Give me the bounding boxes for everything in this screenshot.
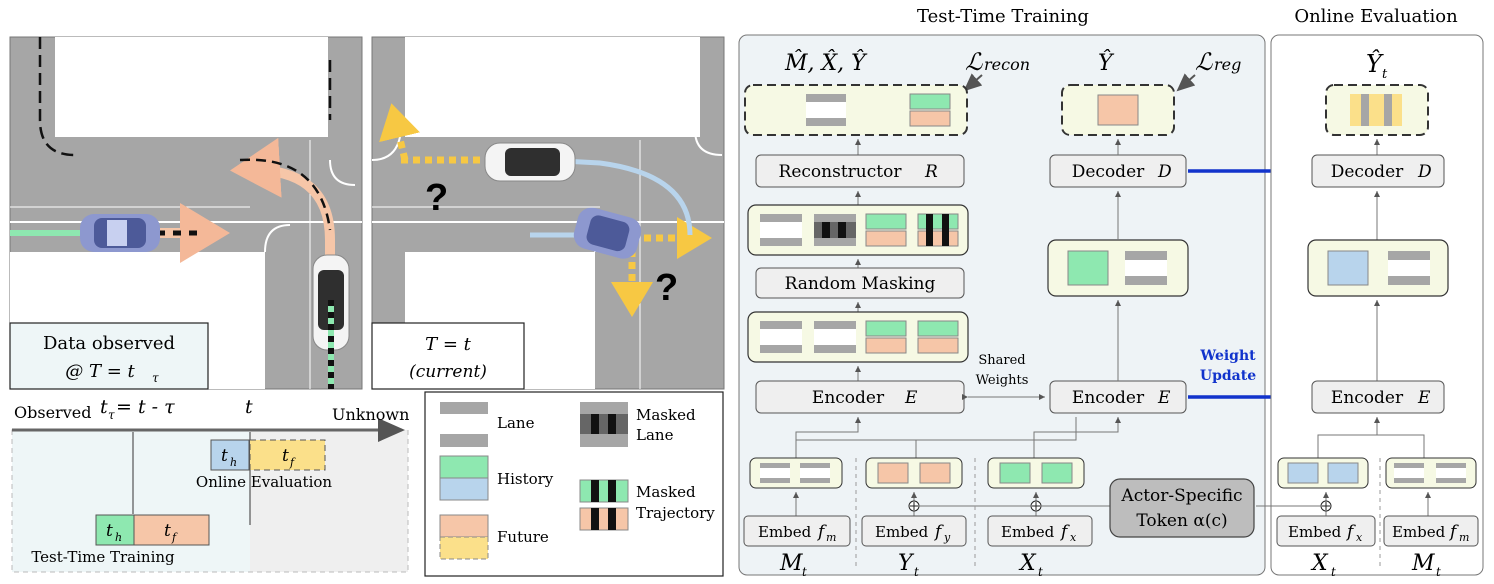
timeline-unknown: Unknown — [332, 405, 409, 424]
encoder-left-var: E — [904, 388, 918, 408]
legend-history: History — [497, 470, 554, 488]
legend-masked-traj-2: Trajectory — [636, 504, 715, 522]
ttt-tf-sub: f — [171, 531, 178, 544]
online-input-x: X — [1310, 551, 1329, 576]
legend-masked-lane-2: Lane — [636, 426, 674, 444]
question-mark: ? — [425, 177, 448, 219]
online-embed-fx-sub: x — [1356, 531, 1363, 544]
embed-fy-label: Embed — [875, 523, 929, 541]
legend-future: Future — [497, 528, 549, 546]
online-input-m: M — [1411, 551, 1435, 576]
timeline-online-label: Online Evaluation — [196, 473, 332, 491]
encoder-right-var: E — [1157, 388, 1171, 408]
online-embed-fx-label: Embed — [1288, 523, 1342, 541]
encoder-right-label: Encoder — [1072, 388, 1145, 408]
timeline-t: t — [245, 396, 253, 418]
online-embed-fm-label: Embed — [1392, 523, 1446, 541]
weight-update-1: Weight — [1199, 348, 1256, 364]
ttt-title: Test-Time Training — [917, 6, 1089, 27]
ttt-th: t — [106, 521, 113, 541]
online-decoder-var: D — [1417, 162, 1432, 182]
encoder-left-label: Encoder — [812, 388, 885, 408]
scene-observed-caption-2: @ T = t — [65, 361, 135, 382]
timeline: Observed Unknown t τ = t - τ t t h t f O… — [11, 396, 409, 573]
scene-current-caption-1: T = t — [425, 334, 472, 355]
embed-fx-sub: x — [1070, 531, 1077, 544]
scene-current-caption-2: (current) — [409, 362, 487, 382]
online-output: Ŷ — [1366, 49, 1384, 78]
legend-lane: Lane — [497, 414, 535, 432]
ttt-th-sub: h — [115, 531, 122, 544]
online-th-sub: h — [230, 456, 237, 469]
loss-recon: ℒ — [965, 48, 983, 76]
loss-reg: ℒ — [1195, 48, 1213, 76]
reconstructor-label: Reconstructor — [779, 162, 903, 182]
online-encoder-var: E — [1417, 388, 1431, 408]
input-y-sub: t — [914, 565, 919, 579]
online-embed-fm-f: f — [1448, 522, 1459, 542]
input-x: X — [1018, 551, 1037, 576]
embed-fy-f: f — [933, 522, 944, 542]
scene-observed-caption-1: Data observed — [43, 333, 175, 354]
online-encoder-label: Encoder — [1331, 388, 1404, 408]
question-mark: ? — [655, 267, 678, 309]
embed-fm-label: Embed — [758, 523, 812, 541]
weight-update-2: Update — [1200, 368, 1256, 384]
online-title: Online Evaluation — [1294, 6, 1458, 27]
online-input-x-sub: t — [1331, 565, 1336, 579]
input-y: Y — [898, 551, 915, 576]
timeline-t-tau-sub: τ — [108, 408, 115, 422]
online-th: t — [221, 446, 228, 466]
weight-update: Weight Update — [1188, 157, 1310, 411]
online-input-m-sub: t — [1436, 565, 1441, 579]
input-m: M — [779, 551, 803, 576]
online-tf-sub: f — [289, 456, 296, 469]
legend: Lane History Future Masked Lane Masked T… — [424, 391, 724, 577]
online-output-sub: t — [1382, 67, 1388, 82]
online-tf: t — [282, 446, 289, 466]
online-decoder-label: Decoder — [1331, 162, 1404, 182]
input-x-sub: t — [1038, 565, 1043, 579]
online-embed-fm-sub: m — [1459, 531, 1469, 544]
actor-token-1: Actor-Specific — [1120, 486, 1242, 506]
random-masking-label: Random Masking — [785, 274, 936, 294]
car-icon — [573, 207, 642, 259]
legend-masked-traj-1: Masked — [636, 483, 696, 501]
embed-fy-sub: y — [943, 531, 951, 544]
ttt-panel: Test-Time Training M̂, X̂, Ŷ ℒ recon Ŷ ℒ… — [738, 6, 1266, 579]
scene-observed-caption-sub: τ — [152, 371, 159, 385]
scene-current: ? ? T = t (current) — [371, 36, 725, 390]
shared-weights-2: Weights — [976, 373, 1029, 388]
embed-fm-f: f — [816, 522, 827, 542]
reg-output-label: Ŷ — [1098, 49, 1115, 76]
loss-recon-sub: recon — [984, 55, 1030, 74]
shared-weights-1: Shared — [978, 353, 1025, 368]
car-icon — [484, 142, 576, 182]
timeline-ttt-label: Test-Time Training — [31, 548, 175, 566]
recon-output-label: M̂, X̂, Ŷ — [784, 49, 868, 76]
embed-fx-f: f — [1059, 522, 1070, 542]
timeline-t-tau-rest: = t - τ — [116, 396, 175, 418]
decoder-var: D — [1157, 162, 1172, 182]
car-icon — [80, 214, 160, 252]
embed-fm-sub: m — [826, 531, 836, 544]
online-panel: Online Evaluation Ŷ t Decoder D Encoder … — [1256, 6, 1484, 579]
online-embed-fx-f: f — [1345, 522, 1356, 542]
timeline-observed: Observed — [14, 403, 91, 422]
input-m-sub: t — [802, 565, 807, 579]
reconstructor-var: R — [924, 162, 938, 182]
actor-token-2: Token α(c) — [1136, 511, 1227, 531]
loss-reg-sub: reg — [1214, 55, 1241, 74]
legend-masked-lane-1: Masked — [636, 406, 696, 424]
ttt-tf: t — [164, 521, 171, 541]
timeline-t-tau: t — [100, 396, 108, 418]
embed-fx-label: Embed — [1001, 523, 1055, 541]
decoder-label: Decoder — [1072, 162, 1145, 182]
scene-observed: Data observed @ T = t τ — [9, 36, 363, 390]
